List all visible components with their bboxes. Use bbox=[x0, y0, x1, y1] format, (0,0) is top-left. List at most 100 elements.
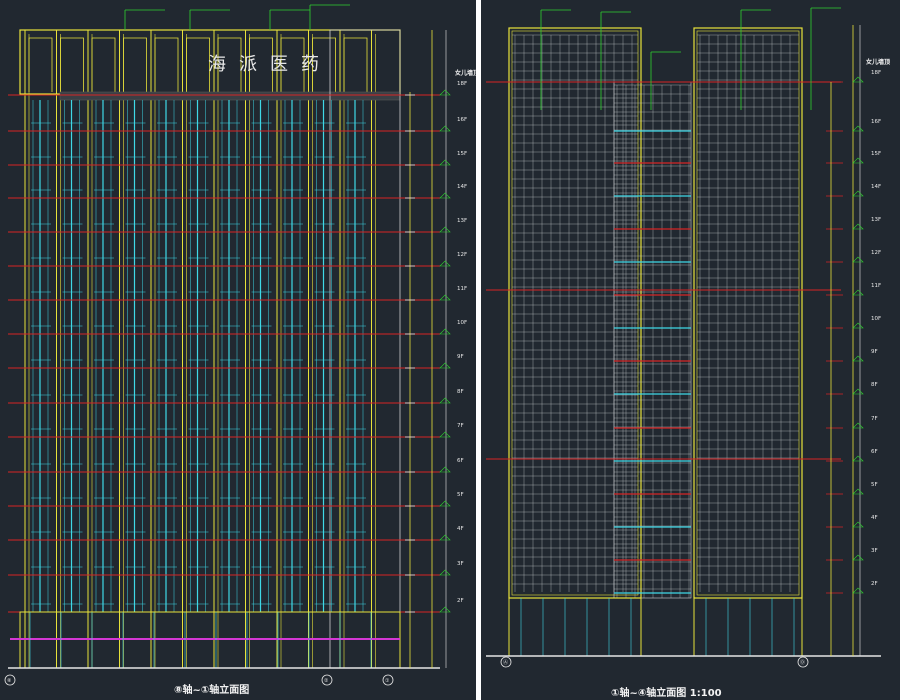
crown-arch bbox=[217, 37, 242, 92]
floor-label: 7F bbox=[457, 423, 464, 429]
floor-label: 18F bbox=[871, 70, 881, 76]
floor-label: 16F bbox=[457, 117, 467, 123]
tower-outline bbox=[693, 27, 803, 599]
level-marker bbox=[439, 192, 451, 199]
level-marker bbox=[439, 500, 451, 507]
axis-bubble bbox=[382, 674, 394, 686]
level-marker bbox=[852, 355, 864, 362]
level-marker bbox=[852, 521, 864, 528]
level-marker bbox=[852, 322, 864, 329]
level-marker bbox=[852, 256, 864, 263]
axis-bubble bbox=[500, 656, 512, 668]
level-marker bbox=[852, 455, 864, 462]
right-roof-label: 女儿墙顶 bbox=[866, 59, 891, 66]
floor-label: 4F bbox=[457, 526, 464, 532]
floor-label: 6F bbox=[457, 458, 464, 464]
floor-label: 16F bbox=[871, 119, 881, 125]
level-marker bbox=[439, 534, 451, 541]
floor-label: 15F bbox=[871, 151, 881, 157]
floor-label: 10F bbox=[457, 320, 467, 326]
axis-label: ⑧ bbox=[7, 678, 12, 684]
level-marker bbox=[852, 157, 864, 164]
floor-label: 12F bbox=[457, 252, 467, 258]
left-elevation-drawing: 18F16F15F14F13F12F11F10F9F8F7F6F5F4F3F2F… bbox=[4, 4, 467, 686]
tower-inner-outline bbox=[696, 30, 800, 596]
crown-arch bbox=[280, 37, 305, 92]
tower-inner-outline bbox=[511, 30, 639, 596]
right-drawing-title: ①轴~④轴立面图 1:100 bbox=[611, 688, 722, 699]
building-sign-text: 海派医药 bbox=[208, 54, 332, 75]
floor-label: 18F bbox=[457, 81, 467, 87]
level-marker bbox=[439, 569, 451, 576]
floor-label: 4F bbox=[871, 515, 878, 521]
floor-label: 8F bbox=[871, 382, 878, 388]
floor-label: 15F bbox=[457, 151, 467, 157]
right-elevation-drawing: 18F 16F 15F 14F 13F 12F 11F 10F 9F 8F 7F 6F 5F 4F 3F 2F… bbox=[486, 7, 881, 668]
podium-left bbox=[508, 597, 642, 657]
crown-arch bbox=[154, 37, 179, 92]
floor-label: 10F bbox=[871, 316, 881, 322]
floor-label: 13F bbox=[871, 217, 881, 223]
level-marker bbox=[852, 190, 864, 197]
floor-label: 9F bbox=[457, 354, 464, 360]
level-marker bbox=[439, 466, 451, 473]
level-marker bbox=[439, 431, 451, 438]
axis-label: ① bbox=[385, 678, 390, 684]
floor-label: 2F bbox=[457, 598, 464, 604]
crown-arch bbox=[123, 37, 147, 92]
axis-bubble bbox=[4, 674, 16, 686]
left-roof-label: 女儿墙顶 bbox=[455, 70, 476, 77]
level-marker bbox=[852, 125, 864, 132]
crown-arch bbox=[28, 37, 53, 92]
crown-arch bbox=[91, 37, 116, 92]
left-drawing-title: ⑧轴~①轴立面图 bbox=[174, 685, 250, 696]
level-marker bbox=[852, 422, 864, 429]
level-marker bbox=[439, 226, 451, 233]
floor-label: 3F bbox=[457, 561, 464, 567]
floor-label: 3F bbox=[871, 548, 878, 554]
axis-bubble bbox=[797, 656, 809, 668]
level-marker bbox=[439, 606, 451, 613]
floor-label: 14F bbox=[457, 184, 467, 190]
crown-band bbox=[59, 91, 401, 101]
level-marker bbox=[439, 125, 451, 132]
level-marker bbox=[439, 89, 451, 96]
level-marker bbox=[439, 328, 451, 335]
level-marker bbox=[852, 223, 864, 230]
floor-label: 9F bbox=[871, 349, 878, 355]
level-marker bbox=[439, 294, 451, 301]
podium-right bbox=[693, 597, 803, 657]
level-marker bbox=[852, 587, 864, 594]
level-marker bbox=[439, 362, 451, 369]
crown-arch bbox=[249, 37, 273, 92]
floor-label: 6F bbox=[871, 449, 878, 455]
floor-label: 2F bbox=[871, 581, 878, 587]
floor-label: 8F bbox=[457, 389, 464, 395]
level-marker bbox=[852, 76, 864, 83]
floor-label: 13F bbox=[457, 218, 467, 224]
axis-label: ② bbox=[324, 678, 329, 684]
floor-label: 12F bbox=[871, 250, 881, 256]
level-marker bbox=[852, 488, 864, 495]
right-elevation-panel: 18F 16F 15F 14F 13F 12F 11F 10F 9F 8F 7F 6F 5F 4F 3F 2F… bbox=[481, 0, 900, 700]
level-marker bbox=[852, 388, 864, 395]
level-marker bbox=[439, 397, 451, 404]
floor-label: 14F bbox=[871, 184, 881, 190]
axis-label: Ⓓ bbox=[800, 659, 805, 666]
crown-arch bbox=[312, 37, 336, 92]
core-outline bbox=[613, 81, 692, 599]
crown-arch bbox=[60, 37, 84, 92]
axis-bubble bbox=[321, 674, 333, 686]
level-marker bbox=[852, 289, 864, 296]
crown-arch bbox=[343, 37, 368, 92]
axis-label: Ⓐ bbox=[503, 659, 508, 666]
floor-label: 7F bbox=[871, 416, 878, 422]
floor-label: 5F bbox=[457, 492, 464, 498]
level-marker bbox=[439, 159, 451, 166]
crown-arch bbox=[186, 37, 210, 92]
floor-label: 11F bbox=[871, 283, 881, 289]
level-marker bbox=[439, 260, 451, 267]
level-marker bbox=[852, 554, 864, 561]
tower-outline bbox=[508, 27, 642, 599]
floor-label: 5F bbox=[871, 482, 878, 488]
